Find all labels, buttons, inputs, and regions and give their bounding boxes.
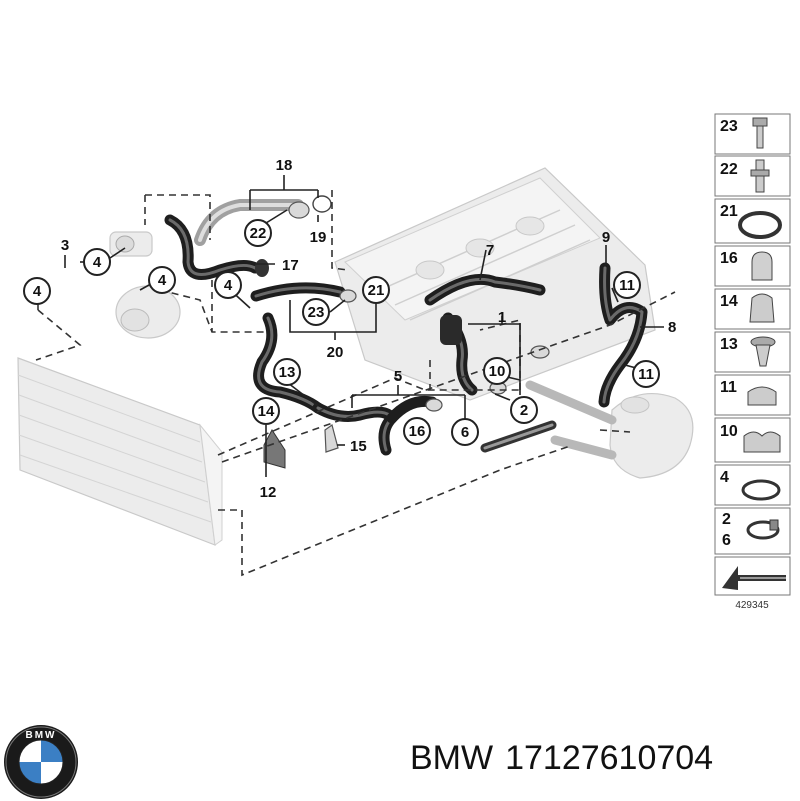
svg-text:11: 11 — [638, 366, 654, 383]
hose-13 — [253, 312, 324, 414]
water-pump — [109, 231, 181, 339]
callout-12: 12 — [260, 484, 277, 501]
callout-4-a: 4 — [23, 277, 51, 305]
parts-legend: 23 22 21 16 — [714, 113, 791, 611]
brand-name: BMW — [410, 739, 494, 777]
callout-14: 14 — [252, 397, 280, 425]
legend-row-23: 23 — [714, 113, 791, 155]
callout-1: 1 — [498, 309, 506, 326]
hose-clamp-icon — [741, 479, 781, 501]
callout-17: 17 — [282, 257, 299, 274]
part-number: 17127610704 — [505, 739, 714, 777]
pipe-18 — [194, 199, 304, 246]
callout-6: 6 — [451, 418, 479, 446]
svg-text:23: 23 — [308, 304, 325, 321]
svg-text:11: 11 — [619, 277, 635, 294]
callout-4-d: 4 — [214, 271, 242, 299]
svg-text:21: 21 — [720, 203, 738, 220]
callout-11-a: 11 — [613, 271, 641, 299]
circled-callouts: 4 4 4 4 22 23 21 13 14 16 6 10 2 11 11 — [23, 219, 660, 446]
svg-text:23: 23 — [720, 118, 738, 135]
callout-9: 9 — [602, 229, 610, 246]
svg-text:4: 4 — [720, 469, 729, 486]
hose-17 — [164, 214, 261, 280]
callout-3: 3 — [61, 237, 69, 254]
brand-part-number: BMW 17127610704 — [410, 739, 795, 785]
hose-8 — [598, 262, 648, 408]
callout-19: 19 — [310, 229, 327, 246]
svg-text:13: 13 — [279, 364, 296, 381]
svg-text:4: 4 — [224, 277, 233, 294]
callout-7: 7 — [486, 242, 494, 259]
callout-22: 22 — [244, 219, 272, 247]
callout-11-b: 11 — [632, 360, 660, 388]
callout-4-c: 4 — [148, 266, 176, 294]
svg-text:14: 14 — [258, 403, 275, 420]
callout-2: 2 — [510, 396, 538, 424]
callout-labels: 18 17 19 20 3 7 9 1 8 5 15 12 — [61, 157, 677, 501]
svg-text:6: 6 — [722, 532, 731, 549]
callout-4-b: 4 — [83, 248, 111, 276]
expansion-tank — [525, 380, 694, 479]
callout-18: 18 — [276, 157, 293, 174]
legend-row-11: 11 — [714, 374, 791, 416]
svg-text:13: 13 — [720, 336, 738, 353]
legend-row-2-6: 2 6 — [714, 507, 791, 555]
bolt-icon — [752, 117, 768, 149]
svg-text:BMW: BMW — [26, 730, 57, 741]
callout-20: 20 — [327, 344, 344, 361]
svg-text:22: 22 — [720, 161, 738, 178]
legend-row-21: 21 — [714, 198, 791, 244]
legend-row-10: 10 — [714, 417, 791, 463]
callout-10: 10 — [483, 357, 511, 385]
svg-text:16: 16 — [409, 423, 426, 440]
double-holder-icon — [743, 431, 781, 453]
clip-icon — [749, 293, 775, 323]
bmw-logo: BMW — [4, 725, 78, 799]
svg-text:2: 2 — [722, 511, 731, 528]
holder-icon — [747, 386, 777, 406]
pipe-2 — [480, 420, 557, 453]
svg-text:10: 10 — [720, 423, 738, 440]
callout-23: 23 — [302, 298, 330, 326]
svg-text:21: 21 — [368, 282, 385, 299]
svg-text:4: 4 — [158, 272, 167, 289]
callout-21: 21 — [362, 276, 390, 304]
dashed-guides — [35, 190, 676, 577]
o-ring-icon — [738, 211, 782, 239]
callout-16: 16 — [403, 417, 431, 445]
stud-bolt-icon — [750, 159, 770, 193]
svg-text:22: 22 — [250, 225, 267, 242]
spring-clamp-icon — [746, 519, 780, 540]
reference-number: 429345 — [735, 600, 769, 611]
legend-row-22: 22 — [714, 155, 791, 197]
hose-1 — [440, 312, 478, 396]
svg-text:11: 11 — [720, 379, 737, 396]
legend-row-14: 14 — [714, 288, 791, 330]
callout-5: 5 — [394, 368, 402, 385]
legend-arrow-box — [714, 556, 791, 596]
connectors — [255, 195, 550, 469]
callout-8: 8 — [668, 319, 676, 336]
legend-row-16: 16 — [714, 245, 791, 287]
callout-13: 13 — [273, 358, 301, 386]
svg-text:10: 10 — [489, 363, 506, 380]
svg-text:6: 6 — [461, 424, 469, 441]
callout-15: 15 — [350, 438, 367, 455]
svg-text:2: 2 — [520, 402, 528, 419]
svg-text:14: 14 — [720, 293, 738, 310]
svg-text:4: 4 — [33, 283, 42, 300]
hose-7 — [424, 273, 546, 306]
expanding-rivet-icon — [750, 336, 776, 367]
svg-text:4: 4 — [93, 254, 102, 271]
legend-row-4: 4 — [714, 464, 791, 506]
legend-row-13: 13 — [714, 331, 791, 373]
radiator — [17, 357, 223, 546]
hose-clip-icon — [751, 251, 773, 281]
svg-text:16: 16 — [720, 250, 738, 267]
hose-20 — [250, 282, 346, 302]
